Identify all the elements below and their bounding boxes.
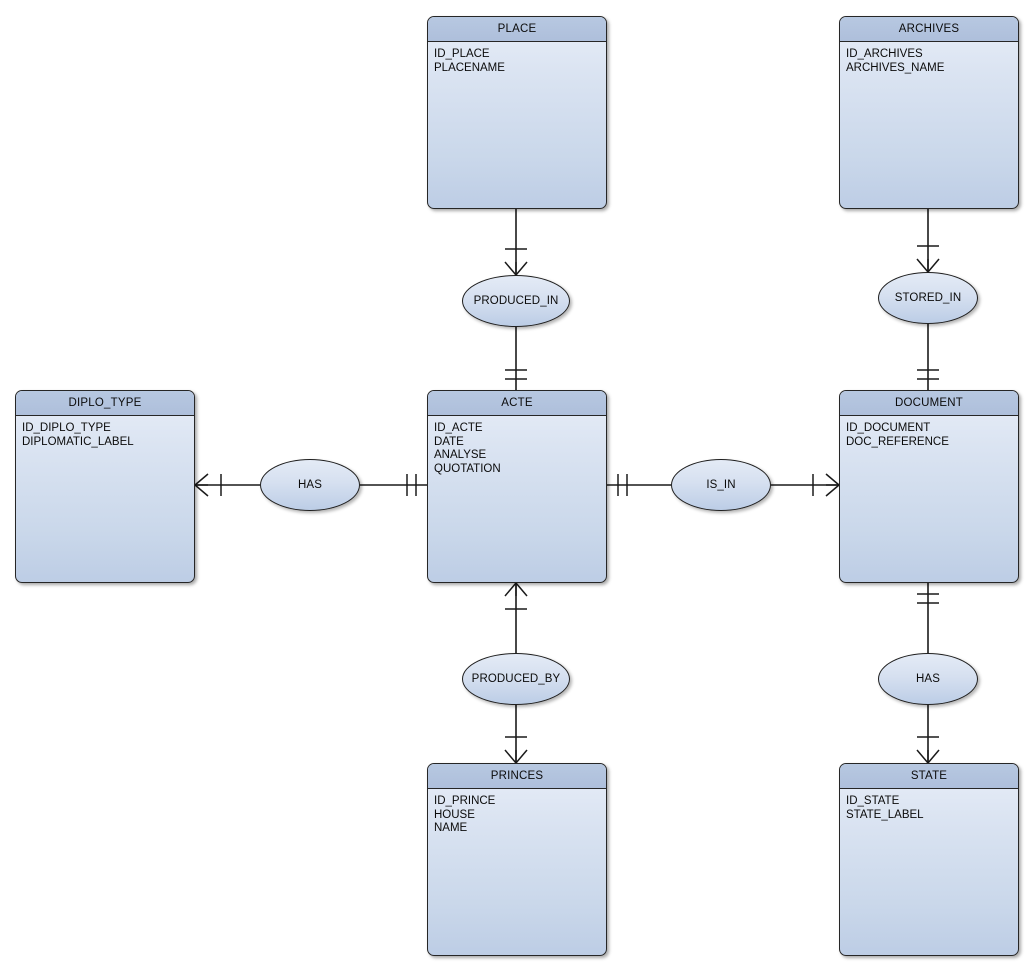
entity-title-place: PLACE — [428, 17, 606, 42]
relationship-label: STORED_IN — [894, 292, 962, 304]
relationship-has_diplo[interactable]: HAS — [260, 459, 360, 511]
relationship-produced_by[interactable]: PRODUCED_BY — [462, 653, 570, 705]
attribute: ID_STATE — [846, 795, 900, 807]
attribute: ID_DOCUMENT — [846, 422, 931, 434]
attribute: ID_ACTE — [434, 422, 483, 434]
attribute: ID_PLACE — [434, 48, 490, 60]
attribute: STATE_LABEL — [846, 808, 924, 821]
attribute: ANALYSE — [434, 449, 487, 462]
relationship-label: PRODUCED_BY — [471, 673, 561, 685]
relationship-is_in[interactable]: IS_IN — [671, 459, 771, 511]
attribute: DATE — [434, 435, 464, 448]
attribute: DIPLOMATIC_LABEL — [22, 435, 134, 448]
relationship-produced_in[interactable]: PRODUCED_IN — [462, 275, 570, 327]
attribute: ID_DIPLO_TYPE — [22, 422, 111, 434]
relationship-label: PRODUCED_IN — [473, 295, 559, 307]
entity-title-acte: ACTE — [428, 391, 606, 416]
entity-title-princes: PRINCES — [428, 764, 606, 789]
attribute: ID_PRINCE — [434, 795, 496, 807]
relationship-stored_in[interactable]: STORED_IN — [878, 272, 978, 324]
attribute: HOUSE — [434, 808, 475, 821]
entity-title-diplo_type: DIPLO_TYPE — [16, 391, 194, 416]
entity-title-state: STATE — [840, 764, 1018, 789]
relationship-label: IS_IN — [706, 479, 736, 491]
entity-title-document: DOCUMENT — [840, 391, 1018, 416]
attribute: PLACENAME — [434, 61, 505, 74]
attribute: ARCHIVES_NAME — [846, 61, 945, 74]
relationship-label: HAS — [916, 673, 940, 685]
relationship-has_state[interactable]: HAS — [878, 653, 978, 705]
attribute: ID_ARCHIVES — [846, 48, 923, 60]
attribute: NAME — [434, 822, 468, 835]
entity-title-archives: ARCHIVES — [840, 17, 1018, 42]
attribute: QUOTATION — [434, 462, 501, 475]
attribute: DOC_REFERENCE — [846, 435, 949, 448]
relationship-label: HAS — [298, 479, 322, 491]
